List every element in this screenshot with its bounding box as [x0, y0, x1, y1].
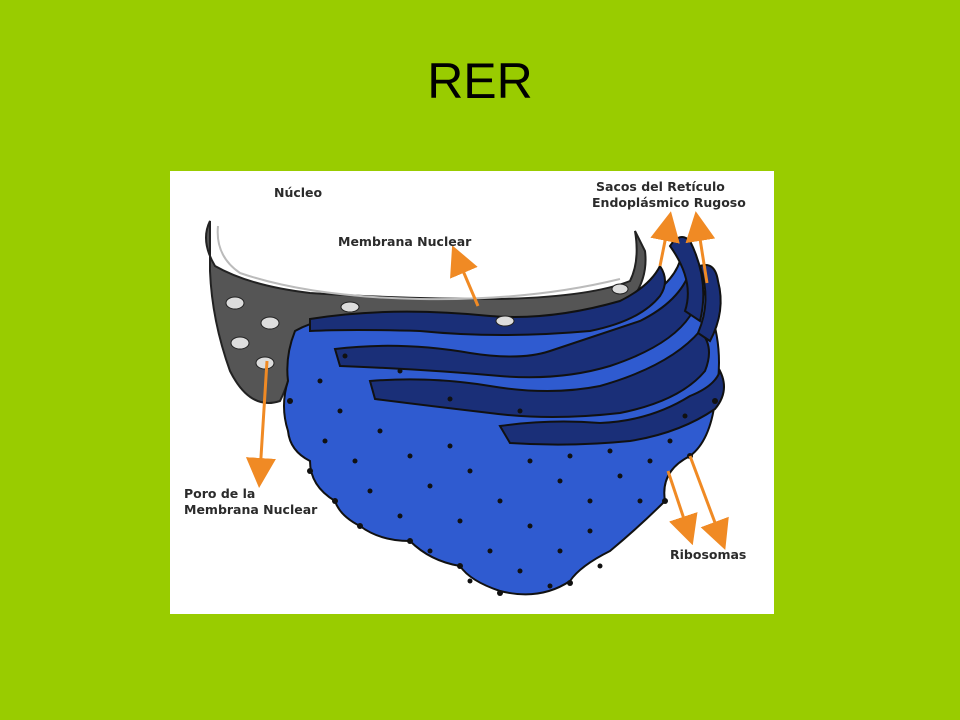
rer-sac-5: [668, 236, 705, 323]
label-nuclear-pore-line1: Poro de la: [184, 486, 256, 501]
label-nucleus: Núcleo: [274, 185, 323, 200]
rer-sac-4: [498, 368, 725, 446]
ribosomes: [287, 353, 718, 596]
label-nuclear-membrane: Membrana Nuclear: [338, 234, 472, 249]
arrow-nuclear-membrane: [450, 245, 480, 307]
arrow-ribosomes-1: [666, 470, 698, 546]
rer-sac-1: [309, 264, 666, 336]
rer-diagram: Núcleo Membrana Nuclear Sacos del Retícu…: [170, 171, 774, 614]
label-nuclear-pore-line2: Membrana Nuclear: [184, 502, 318, 517]
slide-title: RER: [427, 53, 533, 109]
nuclear-envelope-line: [216, 225, 621, 301]
nuclear-pores: [225, 283, 629, 370]
arrow-nuclear-pore: [245, 360, 276, 488]
annotation-arrows: [245, 211, 729, 551]
label-ribosomes: Ribosomas: [670, 547, 747, 562]
arrow-rer-sacs-1: [650, 211, 680, 267]
arrow-rer-sacs-2: [685, 211, 716, 284]
label-rer-sacs-line1: Sacos del Retículo: [596, 179, 725, 194]
arrow-ribosomes-2: [688, 455, 729, 551]
rer-illustration: [205, 211, 729, 596]
label-rer-sacs-line2: Endoplásmico Rugoso: [592, 195, 746, 210]
rer-sac-3: [368, 329, 710, 418]
rer-sac-6: [696, 264, 722, 343]
